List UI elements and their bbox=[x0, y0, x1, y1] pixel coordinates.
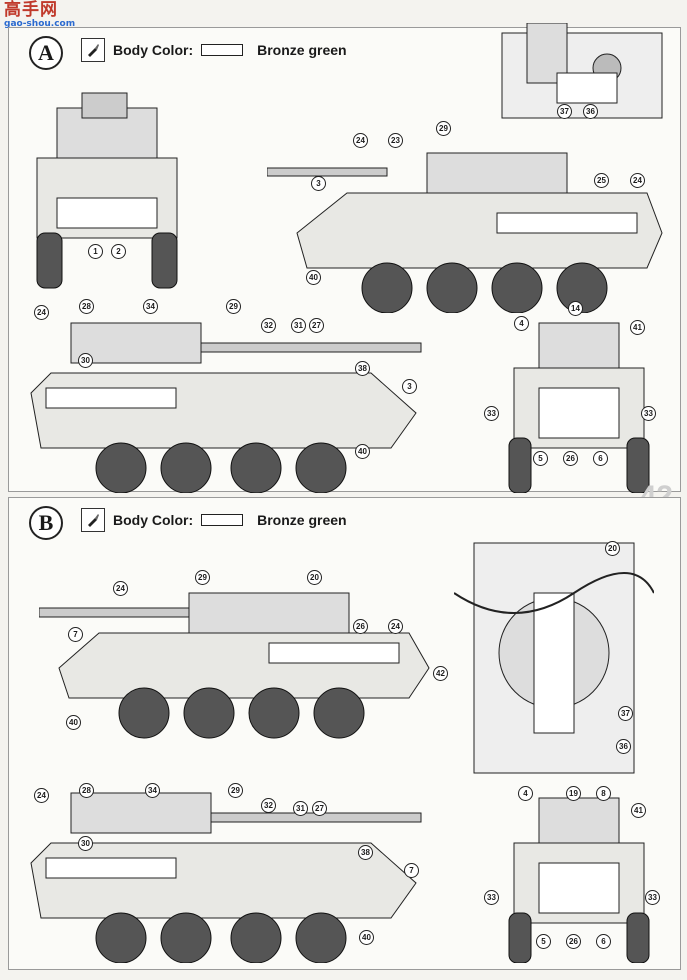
part-callout: 36 bbox=[583, 104, 598, 119]
part-callout: 2 bbox=[111, 244, 126, 259]
side-view-drawing-b-upper bbox=[39, 573, 439, 743]
part-callout: 40 bbox=[359, 930, 374, 945]
part-callout: 20 bbox=[605, 541, 620, 556]
part-callout: 28 bbox=[79, 783, 94, 798]
part-callout: 26 bbox=[353, 619, 368, 634]
part-callout: 4 bbox=[518, 786, 533, 801]
part-callout: 6 bbox=[596, 934, 611, 949]
color-swatch bbox=[201, 514, 244, 526]
part-callout: 37 bbox=[557, 104, 572, 119]
part-callout: 5 bbox=[536, 934, 551, 949]
section-b-panel: B Body Color: Bronze green bbox=[8, 497, 681, 970]
part-callout: 33 bbox=[645, 890, 660, 905]
part-callout: 26 bbox=[563, 451, 578, 466]
part-callout: 28 bbox=[79, 299, 94, 314]
paint-brush-icon bbox=[81, 38, 105, 62]
part-callout: 5 bbox=[533, 451, 548, 466]
side-view-drawing-b-lower bbox=[21, 783, 431, 963]
body-color-line-b: Body Color: Bronze green bbox=[81, 508, 347, 532]
part-callout: 30 bbox=[78, 836, 93, 851]
top-view-drawing-b bbox=[454, 533, 654, 783]
part-callout: 23 bbox=[388, 133, 403, 148]
part-callout: 32 bbox=[261, 318, 276, 333]
part-callout: 38 bbox=[358, 845, 373, 860]
part-callout: 33 bbox=[641, 406, 656, 421]
part-callout: 14 bbox=[568, 301, 583, 316]
part-callout: 24 bbox=[388, 619, 403, 634]
part-callout: 40 bbox=[355, 444, 370, 459]
color-swatch bbox=[201, 44, 244, 56]
part-callout: 19 bbox=[566, 786, 581, 801]
site-watermark: 高手网 gao-shou.com bbox=[4, 2, 75, 29]
part-callout: 42 bbox=[433, 666, 448, 681]
part-callout: 3 bbox=[402, 379, 417, 394]
part-callout: 34 bbox=[143, 299, 158, 314]
part-callout: 38 bbox=[355, 361, 370, 376]
part-callout: 41 bbox=[630, 320, 645, 335]
part-callout: 27 bbox=[309, 318, 324, 333]
part-callout: 29 bbox=[226, 299, 241, 314]
part-callout: 8 bbox=[596, 786, 611, 801]
part-callout: 30 bbox=[78, 353, 93, 368]
part-callout: 33 bbox=[484, 406, 499, 421]
body-color-name: Bronze green bbox=[257, 42, 347, 58]
rear-view-drawing-b bbox=[499, 788, 659, 963]
part-callout: 1 bbox=[88, 244, 103, 259]
part-callout: 31 bbox=[291, 318, 306, 333]
body-color-label: Body Color: bbox=[113, 512, 194, 528]
section-a-panel: A Body Color: Bronze green bbox=[8, 23, 681, 493]
part-callout: 33 bbox=[484, 890, 499, 905]
rear-detail-drawing bbox=[497, 23, 667, 133]
part-callout: 24 bbox=[113, 581, 128, 596]
side-view-drawing-right bbox=[267, 123, 667, 313]
part-callout: 40 bbox=[306, 270, 321, 285]
part-callout: 26 bbox=[566, 934, 581, 949]
part-callout: 29 bbox=[228, 783, 243, 798]
watermark-site-name: 高手网 bbox=[4, 0, 58, 20]
rear-view-drawing bbox=[499, 313, 659, 493]
part-callout: 37 bbox=[618, 706, 633, 721]
paint-brush-icon bbox=[81, 508, 105, 532]
section-letter-a: A bbox=[29, 36, 63, 70]
part-callout: 7 bbox=[404, 863, 419, 878]
part-callout: 34 bbox=[145, 783, 160, 798]
part-callout: 40 bbox=[66, 715, 81, 730]
side-view-drawing-left bbox=[21, 313, 431, 493]
body-color-line-a: Body Color: Bronze green bbox=[81, 38, 347, 62]
part-callout: 41 bbox=[631, 803, 646, 818]
part-callout: 32 bbox=[261, 798, 276, 813]
body-color-name: Bronze green bbox=[257, 512, 347, 528]
part-callout: 24 bbox=[630, 173, 645, 188]
section-letter-b: B bbox=[29, 506, 63, 540]
front-view-drawing bbox=[27, 88, 187, 298]
watermark-url: gao-shou.com bbox=[4, 19, 76, 29]
part-callout: 3 bbox=[311, 176, 326, 191]
part-callout: 27 bbox=[312, 801, 327, 816]
part-callout: 24 bbox=[34, 788, 49, 803]
part-callout: 7 bbox=[68, 627, 83, 642]
body-color-label: Body Color: bbox=[113, 42, 194, 58]
part-callout: 20 bbox=[307, 570, 322, 585]
part-callout: 36 bbox=[616, 739, 631, 754]
part-callout: 4 bbox=[514, 316, 529, 331]
part-callout: 24 bbox=[353, 133, 368, 148]
part-callout: 29 bbox=[195, 570, 210, 585]
part-callout: 6 bbox=[593, 451, 608, 466]
part-callout: 25 bbox=[594, 173, 609, 188]
part-callout: 31 bbox=[293, 801, 308, 816]
part-callout: 24 bbox=[34, 305, 49, 320]
part-callout: 29 bbox=[436, 121, 451, 136]
